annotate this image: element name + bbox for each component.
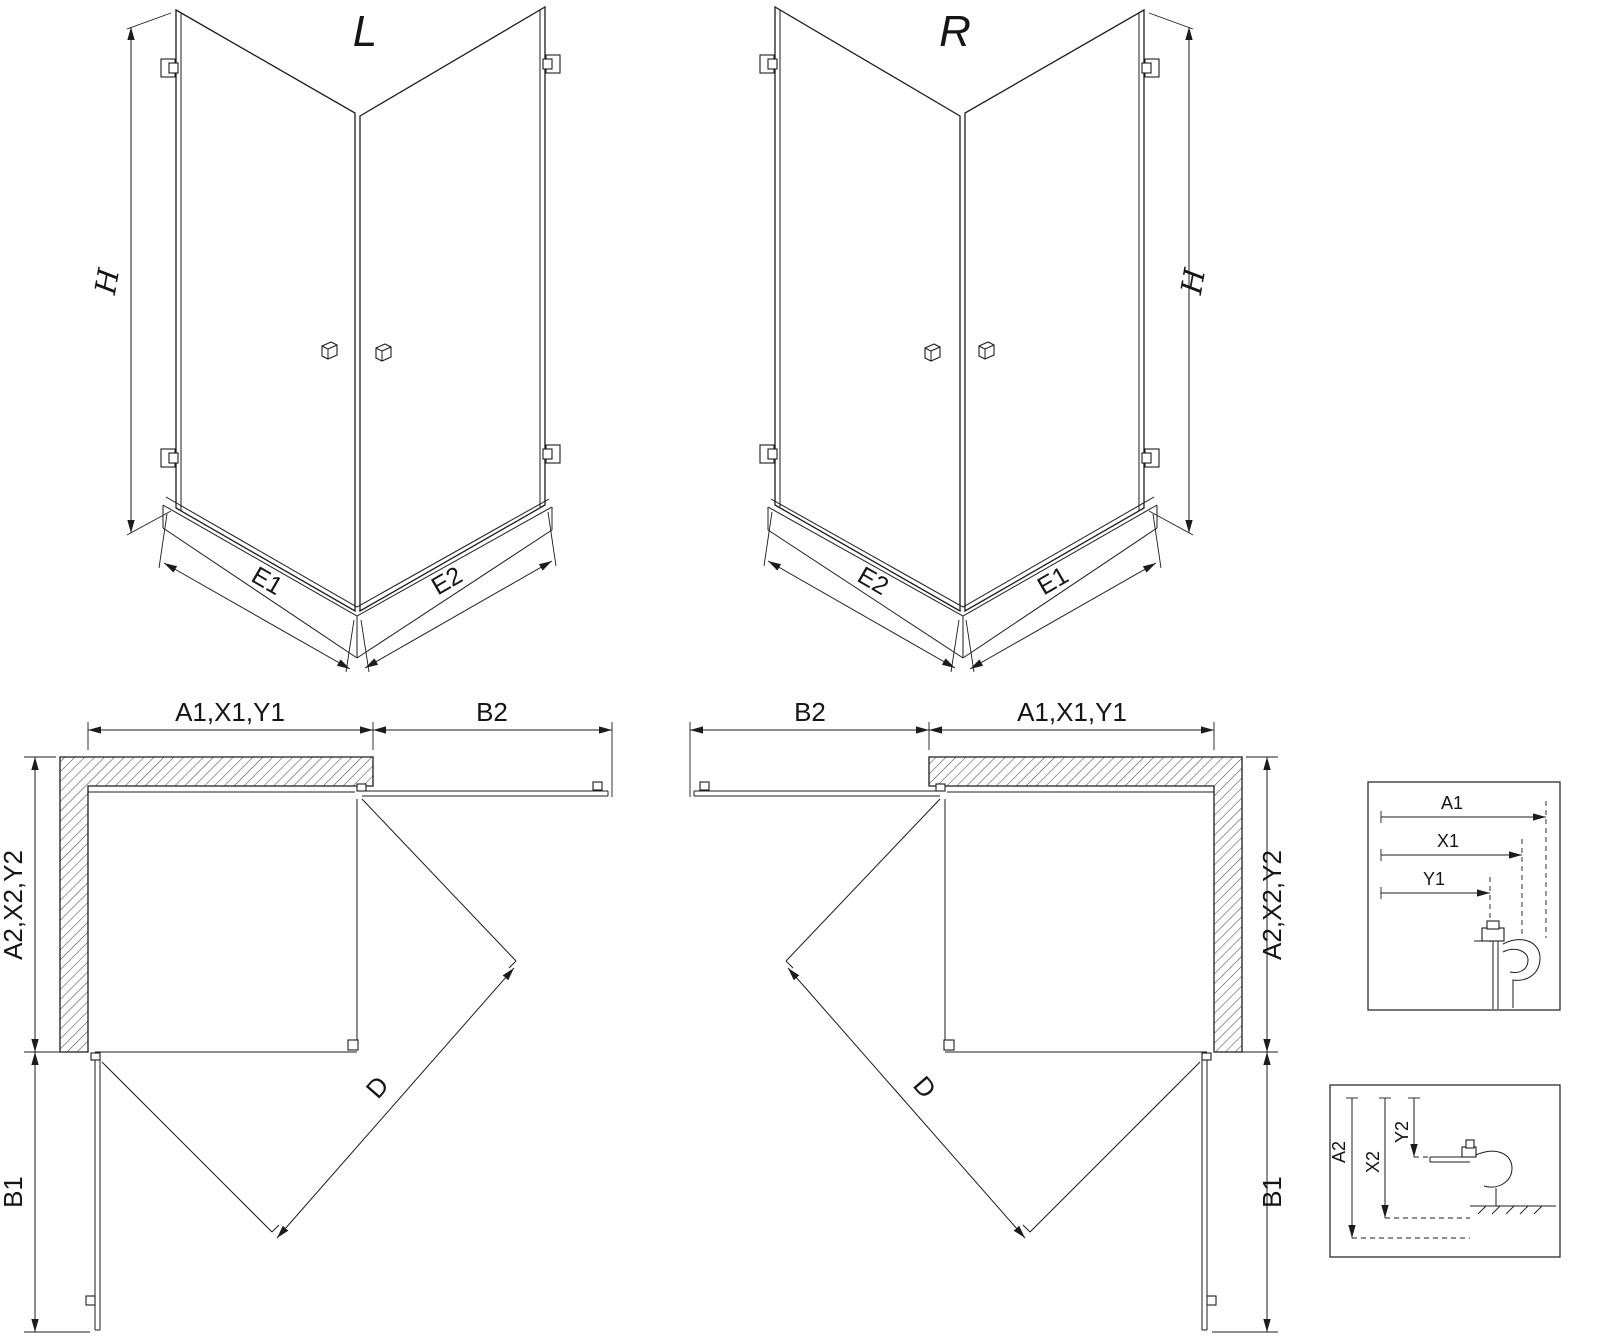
detail-label-x2: X2 <box>1363 1151 1383 1173</box>
detail-label-a1: A1 <box>1441 793 1463 813</box>
iso-right-dim-e2: E2 <box>763 511 960 673</box>
plan-right-walls <box>928 756 1243 1053</box>
dim-label-d-left: D <box>360 1070 395 1104</box>
door-handle <box>85 1295 96 1306</box>
dim-label-e1-left: E1 <box>247 561 287 601</box>
iso-left-tray <box>162 496 553 659</box>
dim-label-b2-left: B2 <box>476 697 508 727</box>
dim-label-a2x2y2-right: A2,X2,Y2 <box>1257 850 1287 960</box>
detail-label-x1: X1 <box>1437 831 1459 851</box>
detail-box-top: A1 X1 Y1 <box>1367 781 1561 1011</box>
plan-view-left: A1,X1,Y1 B2 A2,X2,Y2 B1 <box>0 697 613 1333</box>
dim-label-b2-right: B2 <box>794 697 826 727</box>
detail-label-y1: Y1 <box>1423 869 1445 889</box>
plan-view-right: A1,X1,Y1 B2 A2,X2,Y2 B1 <box>689 697 1287 1333</box>
door-hinge <box>356 783 367 792</box>
iso-view-right: R H <box>759 5 1212 673</box>
plan-left-dim-top: A1,X1,Y1 B2 <box>87 697 613 797</box>
dim-label-e2-left: E2 <box>427 561 467 601</box>
plan-right-door-left-swing <box>785 798 955 1051</box>
plan-right-door-bottom-swing <box>1022 1061 1201 1233</box>
detail-box-bottom: A2 X2 Y2 <box>1329 1084 1561 1258</box>
iso-right-label: R <box>939 7 971 56</box>
iso-view-left: L H <box>88 5 561 673</box>
iso-left-dim-h: H <box>88 12 172 536</box>
door-handle <box>699 781 710 791</box>
dim-label-a2x2y2-left: A2,X2,Y2 <box>0 850 28 960</box>
plan-right-door-left-open <box>693 781 946 797</box>
plan-left-walls <box>59 756 374 1053</box>
door-hinge <box>1201 1052 1212 1061</box>
dim-label-a1x1y1-left: A1,X1,Y1 <box>175 697 285 727</box>
detail-label-y2: Y2 <box>1392 1121 1412 1143</box>
detail-label-a2: A2 <box>1329 1141 1349 1163</box>
plan-left-dim-diagonal: D <box>276 967 515 1239</box>
door-hinge <box>935 783 946 792</box>
plan-left-dim-side: A2,X2,Y2 B1 <box>0 756 90 1333</box>
dim-label-b1-right: B1 <box>1257 1176 1287 1208</box>
plan-left-door-right-swing <box>347 798 517 1051</box>
door-hinge <box>90 1052 101 1061</box>
dim-label-h-left: H <box>88 265 126 297</box>
dim-label-h-right: H <box>1174 265 1212 297</box>
iso-left-glass-panels <box>175 5 546 613</box>
plan-right-dim-diagonal: D <box>787 967 1026 1239</box>
plan-right-door-bottom-open <box>1201 1052 1217 1331</box>
door-handle <box>592 781 603 791</box>
iso-left-dim-e2: E2 <box>360 511 557 673</box>
plan-left-door-bottom-swing <box>101 1061 280 1233</box>
detail-top-profile <box>1474 920 1541 1009</box>
dim-label-a1x1y1-right: A1,X1,Y1 <box>1017 697 1127 727</box>
door-handle <box>1206 1295 1217 1306</box>
iso-right-tray <box>767 496 1158 659</box>
dim-label-d-right: D <box>907 1070 942 1104</box>
iso-left-handles <box>321 341 392 362</box>
plan-left-door-right-open <box>356 781 609 797</box>
dim-label-e2-right: E2 <box>853 561 893 601</box>
detail-bottom-profile <box>1429 1139 1556 1215</box>
plan-right-dim-side: A2,X2,Y2 B1 <box>1212 756 1287 1333</box>
plan-right-dim-top: A1,X1,Y1 B2 <box>689 697 1215 797</box>
dim-label-b1-left: B1 <box>0 1176 28 1208</box>
iso-left-label: L <box>353 7 377 56</box>
iso-right-glass-panels <box>774 5 1145 613</box>
dim-label-e1-right: E1 <box>1033 561 1073 601</box>
plan-left-door-bottom-open <box>85 1052 101 1331</box>
